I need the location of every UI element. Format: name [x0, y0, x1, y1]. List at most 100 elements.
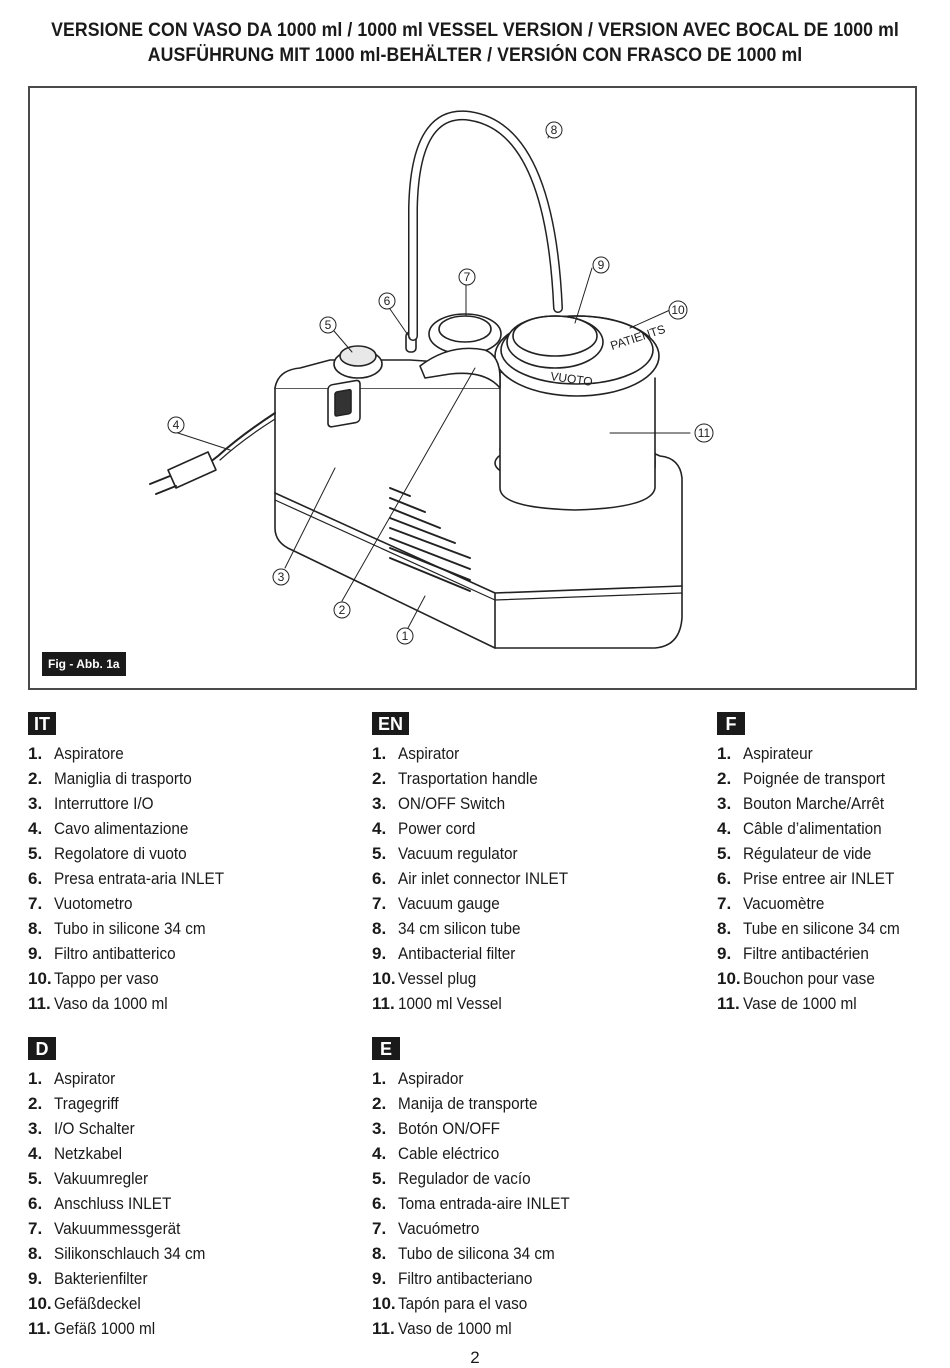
language-badge: IT — [28, 712, 56, 735]
legend-item-text: Cable eléctrico — [398, 1144, 500, 1163]
legend-item-number: 3. — [372, 1119, 387, 1138]
legend-item-text: Silikonschlauch 34 cm — [54, 1244, 206, 1263]
legend-item-text: Maniglia di trasporto — [54, 769, 192, 788]
legend-list: 1.Aspiratore 2. Maniglia di trasporto 3. Int… — [28, 741, 328, 1016]
legend-item-number: 1. — [28, 744, 43, 763]
legend-item-number: 11. — [28, 994, 51, 1013]
legend-item-text: Tragegriff — [54, 1094, 119, 1113]
legend-item-number: 10. — [717, 969, 741, 988]
legend-item-number: 4. — [372, 819, 387, 838]
legend-item: 11.1000 ml Vessel — [372, 991, 672, 1016]
legend-item-number: 4. — [717, 819, 732, 838]
legend-item-text: Tapón para el vaso — [398, 1294, 528, 1313]
legend-item: 6.Air inlet connector INLET — [372, 866, 672, 891]
callout-3: 3 — [278, 570, 285, 584]
legend-item: 7.Vakuummessgerät — [28, 1216, 328, 1241]
legend-item-number: 2. — [717, 769, 732, 788]
legend-item-number: 9. — [28, 944, 43, 963]
legend-item: 5.Vacuum regulator — [372, 841, 672, 866]
legend-item-text: Trasportation handle — [398, 769, 538, 788]
figure-frame: VUOTO PATIENTS 8 9 7 6 5 10 11 4 3 2 1 F… — [28, 86, 917, 690]
legend-item-text: Tubo de silicona 34 cm — [398, 1244, 555, 1263]
legend-item-number: 8. — [372, 919, 387, 938]
callout-4: 4 — [173, 418, 180, 432]
legend-item-number: 1. — [28, 1069, 43, 1088]
legend-item: 10.Gefäßdeckel — [28, 1291, 328, 1316]
legend-item: 2. Poignée de transport — [717, 766, 950, 791]
legend-item-text: 34 cm silicon tube — [398, 919, 521, 938]
legend-item-number: 5. — [28, 844, 43, 863]
legend-item-number: 2. — [28, 1094, 43, 1113]
legend-item: 10.Vessel plug — [372, 966, 672, 991]
legend-item: 8.Silikonschlauch 34 cm — [28, 1241, 328, 1266]
legend-item-number: 6. — [28, 1194, 43, 1213]
legend-item: 9.Antibacterial filter — [372, 941, 672, 966]
section-it: IT 1.Aspiratore 2. Maniglia di trasporto 3.… — [28, 712, 328, 1016]
silicone-tube — [408, 110, 563, 341]
legend-item-number: 10. — [28, 969, 52, 988]
legend-item-text: Cavo alimentazione — [54, 819, 189, 838]
legend-item-number: 6. — [717, 869, 732, 888]
legend-item-text: Antibacterial filter — [398, 944, 516, 963]
legend-item: 1.Aspirateur — [717, 741, 950, 766]
legend-item-number: 10. — [28, 1294, 52, 1313]
legend-item-number: 9. — [717, 944, 732, 963]
legend-item-number: 5. — [28, 1169, 43, 1188]
device-text-vacuum: VUOTO — [550, 369, 594, 389]
legend-item-number: 7. — [372, 1219, 387, 1238]
legend-item-number: 6. — [372, 1194, 387, 1213]
legend-item: 2. Tragegriff — [28, 1091, 328, 1116]
legend-item-number: 7. — [28, 894, 43, 913]
legend-item: 8.Tube en silicone 34 cm — [717, 916, 950, 941]
legend-item-number: 10. — [372, 969, 396, 988]
legend-item: 11.Gefäß 1000 ml — [28, 1316, 328, 1341]
legend-item: 11.Vaso da 1000 ml — [28, 991, 328, 1016]
legend-item-number: 4. — [28, 819, 43, 838]
vessel — [499, 372, 656, 511]
legend-item: 4.Netzkabel — [28, 1141, 328, 1166]
legend-item-text: Vase de 1000 ml — [743, 994, 857, 1013]
legend-item: 2.Trasportation handle — [372, 766, 672, 791]
figure-label: Fig - Abb. 1a — [42, 652, 126, 676]
legend-item-text: Vacuum regulator — [398, 844, 518, 863]
legend-item: 1.Aspiratore — [28, 741, 328, 766]
legend-item-text: Air inlet connector INLET — [398, 869, 569, 888]
legend-item: 10.Tappo per vaso — [28, 966, 328, 991]
legend-item: 7. Vuotometro — [28, 891, 328, 916]
legend-item-text: Filtro antibatterico — [54, 944, 176, 963]
legend-item-text: Anschluss INLET — [54, 1194, 172, 1213]
legend-item: 6.Prise entree air INLET — [717, 866, 950, 891]
legend-item-text: Bakterienfilter — [54, 1269, 148, 1288]
legend-item-text: Vacuómetro — [398, 1219, 480, 1238]
legend-item: 7. Vacuómetro — [372, 1216, 672, 1241]
legend-item-text: Poignée de transport — [743, 769, 886, 788]
page-title-line-1: VERSIONE CON VASO DA 1000 ml / 1000 ml V… — [51, 20, 899, 41]
legend-item-number: 4. — [372, 1144, 387, 1163]
callout-8: 8 — [551, 123, 558, 137]
legend-item-text: Netzkabel — [54, 1144, 123, 1163]
legend-item-text: Vuotometro — [54, 894, 133, 913]
legend-item: 8.Tubo de silicona 34 cm — [372, 1241, 672, 1266]
legend-item-text: Vacuum gauge — [398, 894, 500, 913]
legend-item: 1.Aspirator — [372, 741, 672, 766]
legend-item: 6. Anschluss INLET — [28, 1191, 328, 1216]
legend-item-text: Vaso da 1000 ml — [54, 994, 168, 1013]
legend-item-text: Régulateur de vide — [743, 844, 872, 863]
page-title-line-2: AUSFÜHRUNG MIT 1000 ml-BEHÄLTER / VERSIÓ… — [147, 45, 803, 66]
legend-item-number: 3. — [28, 1119, 43, 1138]
legend-item-number: 3. — [28, 794, 43, 813]
legend-item: 9.Filtro antibacteriano — [372, 1266, 672, 1291]
legend-item-number: 1. — [372, 744, 387, 763]
legend-item-text: Gefäß 1000 ml — [54, 1319, 156, 1338]
legend-item-number: 2. — [372, 1094, 387, 1113]
legend-item-number: 2. — [28, 769, 43, 788]
legend-item-number: 3. — [717, 794, 732, 813]
legend-item-text: Tube en silicone 34 cm — [743, 919, 900, 938]
legend-item-text: Interruttore I/O — [54, 794, 154, 813]
legend-item: 6.Toma entrada-aire INLET — [372, 1191, 672, 1216]
